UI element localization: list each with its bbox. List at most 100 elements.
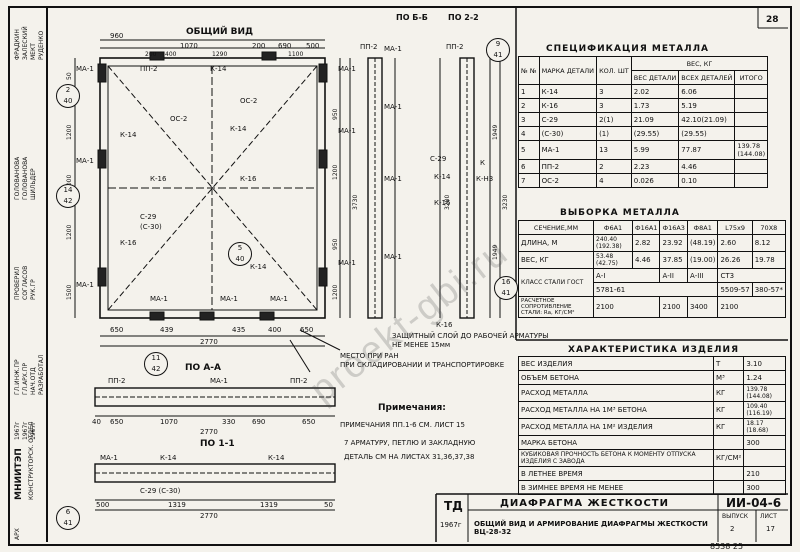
title-code: ИИ-04-6 <box>726 496 782 510</box>
label-k16-22b: К-16 <box>436 321 453 329</box>
aa-dim-4: 330 <box>222 418 236 426</box>
label-ma1-bl: МА-1 <box>76 281 94 289</box>
label-ma1-bb1: МА-1 <box>384 45 402 53</box>
label-pp2-top: ПП-2 <box>140 65 158 73</box>
title-subtitle: ОБЩИЙ ВИД И АРМИРОВАНИЕ ДИАФРАГМЫ ЖЕСТКО… <box>474 520 708 537</box>
dim-top-3: 200 <box>252 42 266 50</box>
label-c30: (С-30) <box>140 223 162 231</box>
dim-section-3: 1949 <box>492 124 499 140</box>
table-row: КЛАСС СТАЛИ ГОСТ А-I А-II А-III СТ3 <box>518 268 786 297</box>
dim-top-2: 1070 <box>180 42 198 50</box>
table-row: 4(С-30)(1)(29.55)(29.55) <box>518 126 769 141</box>
label-kn3-22: К-Н3 <box>476 175 494 183</box>
label-ma1-bb4: МА-1 <box>384 253 402 261</box>
title-main: ДИАФРАГМА ЖЕСТКОСТИ <box>500 498 669 509</box>
label-oc2-2: ОС-2 <box>240 97 258 105</box>
s11-dim-4: 50 <box>324 501 333 509</box>
label-ma1-bb3: МА-1 <box>384 175 402 183</box>
sample-col-2: Ф16А1 <box>632 220 661 235</box>
dim-left-5: 1500 <box>66 284 73 300</box>
spec-col-qty: КОЛ. ШТ <box>596 56 632 85</box>
general-view-title: ОБЩИЙ ВИД <box>186 27 254 37</box>
label-ma1-bb2: МА-1 <box>384 103 402 111</box>
label-k14-mid: К-14 <box>230 125 247 133</box>
s11-label-ma1: МА-1 <box>100 454 118 462</box>
dim-bottom-5: 400 <box>268 326 282 334</box>
aa-label-pp2b: ПП-2 <box>290 377 308 385</box>
aa-label-pp2: ПП-2 <box>108 377 126 385</box>
spec-col-weight: ВЕС ДЕТАЛИ <box>630 70 680 85</box>
s11-label-k14a: К-14 <box>160 454 177 462</box>
dim-bottom-2: 439 <box>160 326 174 334</box>
label-k14-bottom: К-14 <box>250 263 267 271</box>
label-ma1-tl: МА-1 <box>76 65 94 73</box>
sample-col-5: L75х9 <box>717 220 753 235</box>
sheet-number-bottom: 8538 25 <box>710 542 744 551</box>
label-k16-bottom: К-16 <box>120 239 137 247</box>
label-k14-top: К-14 <box>210 65 227 73</box>
dim-top-5: 500 <box>306 42 320 50</box>
notes-heading: Примечания: <box>378 403 446 413</box>
label-c29: С-29 <box>140 213 157 221</box>
dim-bottom-4: 435 <box>232 326 246 334</box>
spec-col-no: № № <box>518 56 540 85</box>
title-issue: 2 <box>730 525 735 533</box>
aa-dim-3: 1070 <box>160 418 178 426</box>
spec-col-weight-group: ВЕС, КГ <box>630 56 769 71</box>
title-sheet-label: ЛИСТ <box>760 513 777 520</box>
s11-dim-2: 1319 <box>168 501 186 509</box>
note-protective-layer: ЗАЩИТНЫЙ СЛОЙ ДО РАБОЧЕЙ АРМАТУРЫ НЕ МЕН… <box>392 332 549 349</box>
aa-dim-5: 690 <box>252 418 266 426</box>
sample-col-4: Ф8А1 <box>686 220 719 235</box>
title-series: ТД <box>444 499 463 513</box>
sample-col-1: Ф6А1 <box>592 220 634 235</box>
label-ma1-ml: МА-1 <box>76 157 94 165</box>
dim-top-4: 690 <box>278 42 292 50</box>
aa-dim-total: 2770 <box>200 428 218 436</box>
spec-col-all: ВСЕХ ДЕТАЛЕЙ <box>678 70 736 85</box>
aa-dim-1: 40 <box>92 418 101 426</box>
label-k14-left: К-14 <box>120 131 137 139</box>
aa-dim-6: 650 <box>302 418 316 426</box>
dim-right-2: 1200 <box>332 164 339 180</box>
s11-label-k14b: К-14 <box>268 454 285 462</box>
label-k16-2: К-16 <box>240 175 257 183</box>
label-k-22: К <box>480 159 485 167</box>
char-table-title: ХАРАКТЕРИСТИКА ИЗДЕЛИЯ <box>568 345 739 355</box>
title-sheet: 17 <box>766 525 775 533</box>
sample-col-3: Ф16А3 <box>659 220 688 235</box>
sample-col-section: СЕЧЕНИЕ,ММ <box>518 220 594 235</box>
dim-top-1: 960 <box>110 32 124 40</box>
s11-dim-1: 500 <box>96 501 110 509</box>
s11-dim-3: 1319 <box>260 501 278 509</box>
sample-col-6: 70Х8 <box>751 220 787 235</box>
dim-right-5: 1200 <box>332 284 339 300</box>
section-11-title: ПО 1-1 <box>200 439 235 449</box>
outer-frame <box>8 6 792 546</box>
label-ma1-b1: МА-1 <box>150 295 168 303</box>
dim-left-4: 1200 <box>66 224 73 240</box>
label-ma1-mr: МА-1 <box>338 127 356 135</box>
dim-top2-1: 200 <box>145 51 157 58</box>
sample-table: СЕЧЕНИЕ,ММ Ф6А1 Ф16А1 Ф16А3 Ф8А1 L75х9 7… <box>518 220 787 318</box>
label-pp2-22: ПП-2 <box>446 43 464 51</box>
dim-top2-2: 400 <box>165 51 177 58</box>
table-row: КУБИКОВАЯ ПРОЧНОСТЬ БЕТОНА К МОМЕНТУ ОТП… <box>518 449 786 467</box>
